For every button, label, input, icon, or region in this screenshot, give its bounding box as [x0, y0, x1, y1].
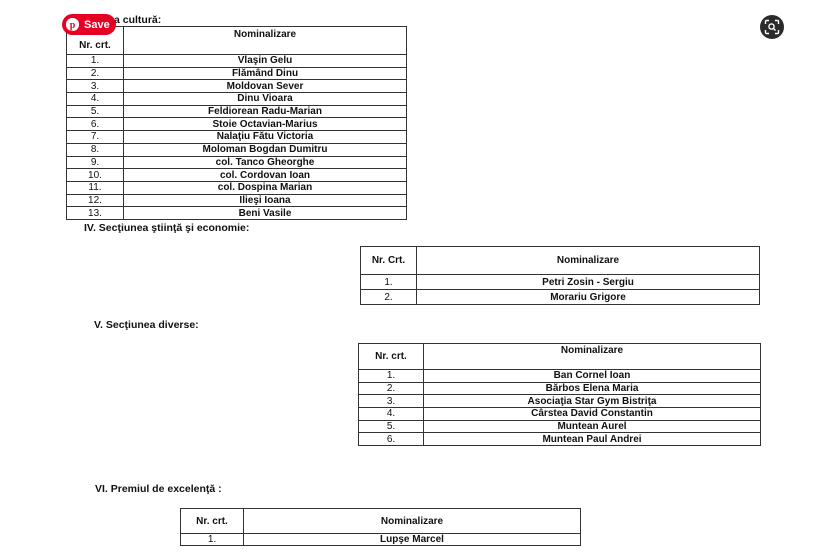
table-row: 3.Moldovan Sever: [66, 79, 407, 94]
row-number: 6.: [66, 117, 124, 132]
nominee-name: Asociaţia Star Gym Bistriţa: [423, 394, 761, 409]
save-label: Save: [84, 18, 110, 31]
pinterest-save-button[interactable]: p Save: [62, 14, 116, 35]
table-row: 12.Ilieşi Ioana: [66, 193, 407, 208]
column-header-nr: Nr. Crt.: [360, 246, 417, 275]
row-number: 4.: [358, 407, 424, 421]
svg-text:p: p: [70, 20, 76, 31]
row-number: 13.: [66, 206, 124, 220]
section-title-fragment: a cultură:: [114, 14, 162, 26]
table-row: 11.col. Dospina Marian: [66, 180, 407, 195]
nominee-name: Vlaşin Gelu: [123, 54, 407, 68]
table-row: 1.Ban Cornel Ioan: [358, 369, 761, 383]
row-number: 1.: [360, 274, 417, 290]
nominee-name: Bărbos Elena Maria: [423, 381, 761, 396]
column-header-nr: Nr. crt.: [358, 343, 424, 370]
row-number: 2.: [66, 66, 124, 81]
row-number: 8.: [66, 142, 124, 157]
table-body: 1.Lupşe Marcel: [180, 533, 581, 546]
row-number: 5.: [66, 104, 124, 119]
column-header-nominalizare: Nominalizare: [243, 508, 581, 534]
table-row: 1.Vlaşin Gelu: [66, 54, 407, 68]
nominee-name: col. Dospina Marian: [123, 180, 407, 195]
visual-search-button[interactable]: [760, 15, 784, 39]
row-number: 7.: [66, 130, 124, 144]
nominee-name: Moldovan Sever: [123, 79, 407, 94]
nominee-name: Ilieşi Ioana: [123, 193, 407, 208]
row-number: 1.: [66, 54, 124, 68]
row-number: 3.: [358, 394, 424, 409]
table-row: 8.Moloman Bogdan Dumitru: [66, 142, 407, 157]
excellence-nominations-table: Nr. crt. Nominalizare 1.Lupşe Marcel: [180, 508, 581, 546]
visual-search-icon: [764, 19, 780, 35]
section-title-science: IV. Secţiunea ştiinţă şi economie:: [84, 222, 250, 234]
row-number: 11.: [66, 180, 124, 195]
table-row: 2.Flămând Dinu: [66, 66, 407, 81]
section-title-culture: a cultură:: [60, 14, 161, 26]
nominee-name: Moloman Bogdan Dumitru: [123, 142, 407, 157]
row-number: 5.: [358, 419, 424, 434]
nominee-name: Beni Vasile: [123, 206, 407, 220]
table-row: 10.col. Cordovan Ioan: [66, 168, 407, 182]
section-title-misc: V. Secţiunea diverse:: [94, 319, 199, 331]
nominee-name: Muntean Paul Andrei: [423, 432, 761, 447]
table-row: 3.Asociaţia Star Gym Bistriţa: [358, 394, 761, 409]
row-number: 9.: [66, 155, 124, 170]
column-header-nominalizare: Nominalizare: [123, 26, 407, 55]
nominee-name: Flămând Dinu: [123, 66, 407, 81]
table-row: 4.Cârstea David Constantin: [358, 407, 761, 421]
table-row: 1.Lupşe Marcel: [180, 533, 581, 546]
row-number: 4.: [66, 92, 124, 106]
row-number: 3.: [66, 79, 124, 94]
table-row: 9.col. Tanco Gheorghe: [66, 155, 407, 170]
row-number: 2.: [358, 381, 424, 396]
nominee-name: Lupşe Marcel: [243, 533, 581, 546]
row-number: 12.: [66, 193, 124, 208]
nominee-name: Petri Zosin - Sergiu: [416, 274, 760, 290]
row-number: 2.: [360, 289, 417, 305]
science-nominations-table: Nr. Crt. Nominalizare 1.Petri Zosin - Se…: [360, 246, 760, 305]
nominee-name: Stoie Octavian-Marius: [123, 117, 407, 132]
table-row: 7.Nalaţiu Fătu Victoria: [66, 130, 407, 144]
row-number: 10.: [66, 168, 124, 182]
nominee-name: Muntean Aurel: [423, 419, 761, 434]
table-row: 5.Feldiorean Radu-Marian: [66, 104, 407, 119]
nominee-name: col. Tanco Gheorghe: [123, 155, 407, 170]
nominee-name: col. Cordovan Ioan: [123, 168, 407, 182]
row-number: 1.: [358, 369, 424, 383]
table-row: 1.Petri Zosin - Sergiu: [360, 274, 760, 290]
table-row: 2.Bărbos Elena Maria: [358, 381, 761, 396]
column-header-nr: Nr. crt.: [180, 508, 244, 534]
nominee-name: Feldiorean Radu-Marian: [123, 104, 407, 119]
table-row: 13.Beni Vasile: [66, 206, 407, 220]
nominee-name: Nalaţiu Fătu Victoria: [123, 130, 407, 144]
table-row: 6.Muntean Paul Andrei: [358, 432, 761, 447]
nominee-name: Dinu Vioara: [123, 92, 407, 106]
row-number: 1.: [180, 533, 244, 546]
nominee-name: Ban Cornel Ioan: [423, 369, 761, 383]
table-row: 4.Dinu Vioara: [66, 92, 407, 106]
table-row: 5.Muntean Aurel: [358, 419, 761, 434]
column-header-nominalizare: Nominalizare: [416, 246, 760, 275]
column-header-nominalizare: Nominalizare: [423, 343, 761, 370]
table-row: 6.Stoie Octavian-Marius: [66, 117, 407, 132]
nominee-name: Morariu Grigore: [416, 289, 760, 305]
nominee-name: Cârstea David Constantin: [423, 407, 761, 421]
row-number: 6.: [358, 432, 424, 447]
pinterest-icon: p: [66, 18, 79, 31]
section-title-excellence: VI. Premiul de excelenţă :: [95, 483, 222, 495]
table-row: 2.Morariu Grigore: [360, 289, 760, 305]
